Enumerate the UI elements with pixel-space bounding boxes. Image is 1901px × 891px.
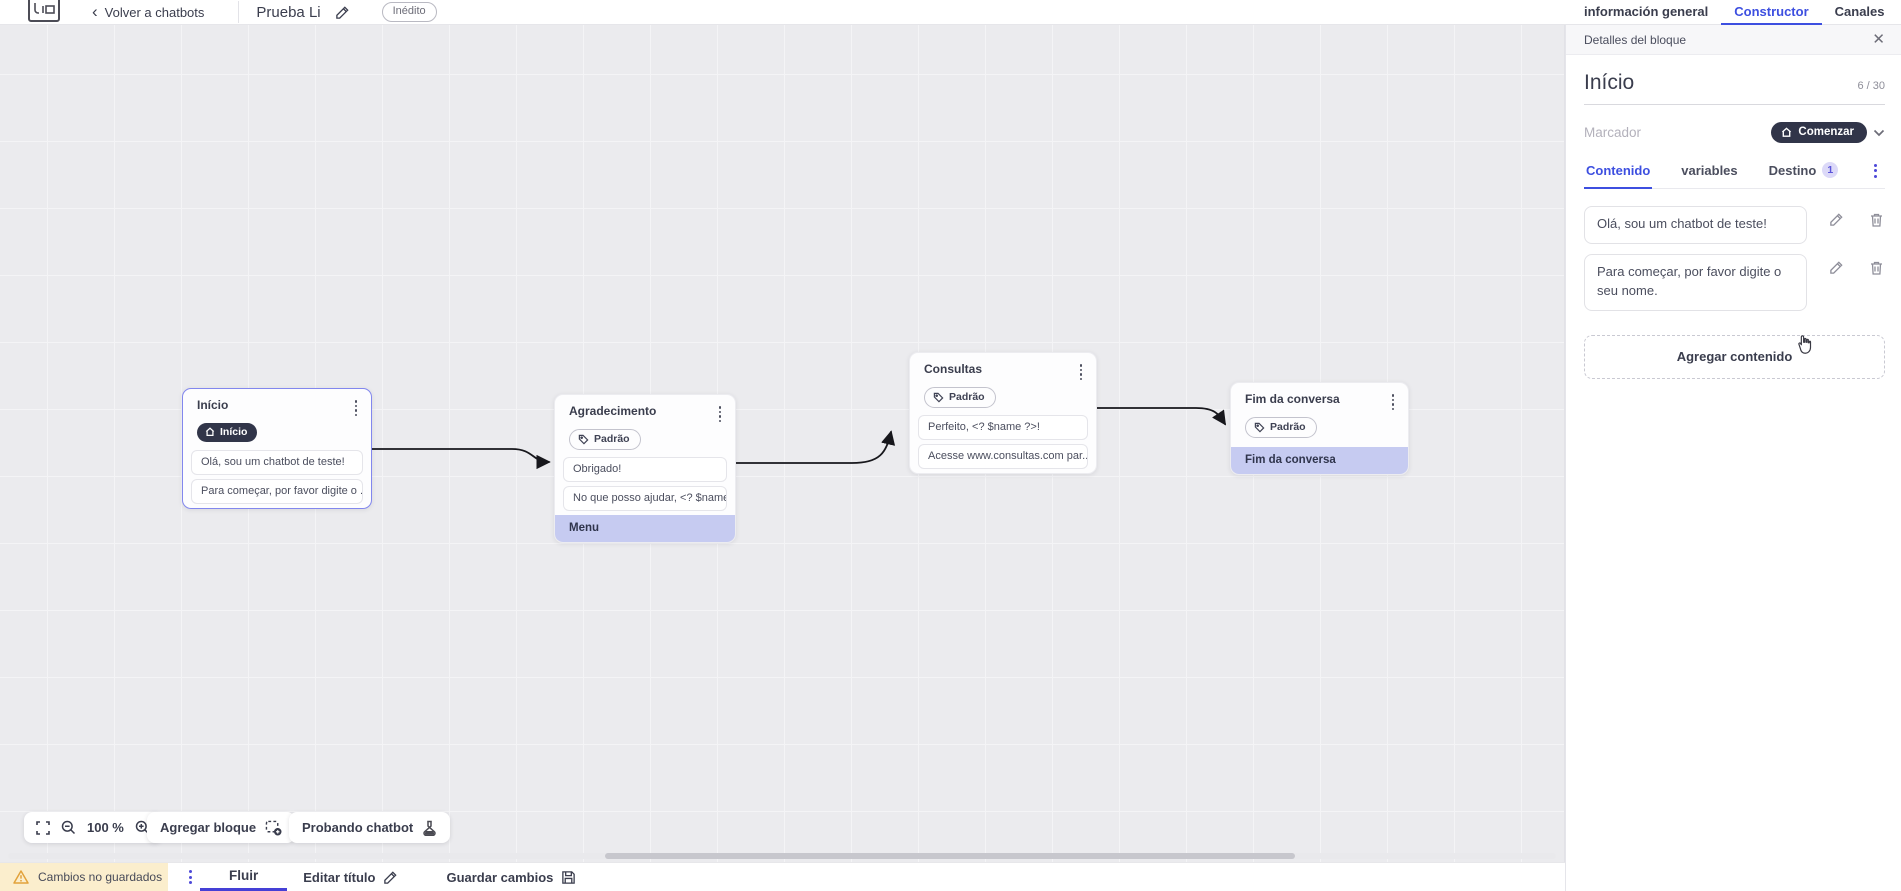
edit-title-label: Editar título	[303, 869, 376, 885]
flow-more-options-icon[interactable]	[183, 866, 198, 888]
tab-contenido[interactable]: Contenido	[1584, 163, 1653, 189]
divider	[238, 1, 240, 23]
block-details-panel: Detalles del bloque ✕ Início 6 / 30 Marc…	[1565, 25, 1901, 891]
node-title: Agradecimento	[569, 404, 657, 418]
edit-content-icon[interactable]	[1829, 212, 1844, 227]
node-row-menu[interactable]: Menu	[555, 515, 735, 542]
tag-icon	[933, 392, 944, 402]
node-row[interactable]: Olá, sou um chatbot de teste!	[191, 450, 363, 475]
node-inicio[interactable]: Início Início Olá, sou um chatbot de tes…	[182, 388, 372, 509]
save-changes-label: Guardar cambios	[446, 869, 554, 885]
top-tabs: información general Constructor Canales	[1565, 0, 1901, 25]
fullscreen-icon[interactable]	[36, 820, 50, 835]
top-bar: ‹ Volver a chatbots Prueba Li Inédito in…	[0, 0, 1901, 25]
node-row[interactable]: Obrigado!	[563, 457, 727, 482]
node-title: Início	[197, 398, 229, 412]
zoom-out-icon[interactable]	[61, 820, 76, 835]
node-row[interactable]: Acesse www.consultas.com par...	[918, 444, 1088, 469]
node-type-badge: Padrão	[924, 387, 996, 408]
panel-title: Detalles del bloque	[1584, 32, 1687, 47]
chatbot-title: Prueba Li	[256, 3, 321, 21]
tab-variables[interactable]: variables	[1681, 162, 1738, 178]
edit-title-button[interactable]: Editar título	[303, 863, 398, 891]
tag-icon	[578, 434, 589, 444]
marker-value-pill: Comenzar	[1771, 122, 1867, 143]
unsaved-changes-badge: Cambios no guardados	[0, 863, 168, 891]
input-underline	[1584, 104, 1885, 105]
node-header: Fim da conversa	[1231, 383, 1408, 417]
tab-fluir[interactable]: Fluir	[200, 863, 288, 891]
tab-informacion-general[interactable]: información general	[1584, 4, 1709, 19]
add-content-button[interactable]: Agregar contenido	[1584, 334, 1885, 379]
node-type-badge: Padrão	[569, 429, 641, 450]
zoom-level: 100 %	[87, 820, 124, 835]
tab-constructor[interactable]: Constructor	[1721, 0, 1822, 25]
add-block-label: Agregar bloque	[160, 820, 257, 835]
node-agradecimento[interactable]: Agradecimento Padrão Obrigado! No que po…	[554, 394, 736, 543]
block-name-input[interactable]: Início	[1584, 71, 1635, 94]
node-title: Fim da conversa	[1245, 392, 1340, 406]
char-counter: 6 / 30	[1857, 80, 1885, 92]
back-chevron-icon: ‹	[92, 1, 98, 21]
add-block-button[interactable]: Agregar bloque	[147, 812, 296, 843]
save-changes-button[interactable]: Guardar cambios	[446, 863, 576, 891]
tag-icon	[1254, 422, 1265, 432]
block-plus-icon	[265, 820, 282, 836]
marker-label: Marcador	[1584, 125, 1642, 140]
node-menu-icon[interactable]	[1076, 362, 1087, 382]
horizontal-scrollbar	[8, 853, 1556, 859]
node-fim-da-conversa[interactable]: Fim da conversa Padrão Fim da conversa	[1230, 382, 1409, 475]
node-title: Consultas	[924, 362, 983, 376]
content-row: Olá, sou um chatbot de teste!	[1584, 206, 1885, 244]
flow-canvas[interactable]: Início Início Olá, sou um chatbot de tes…	[0, 25, 1565, 862]
node-row[interactable]: Perfeito, <? $name ?>!	[918, 415, 1088, 440]
pencil-icon	[384, 870, 398, 884]
node-header: Início	[183, 389, 371, 423]
node-menu-icon[interactable]	[715, 404, 726, 424]
app-logo-icon	[28, 0, 60, 22]
destino-count-badge: 1	[1822, 162, 1839, 178]
home-icon	[205, 427, 215, 436]
node-type-badge: Início	[197, 423, 258, 442]
content-card[interactable]: Olá, sou um chatbot de teste!	[1584, 206, 1807, 244]
flask-icon	[423, 820, 436, 836]
scrollbar-thumb[interactable]	[605, 853, 1295, 859]
back-label: Volver a chatbots	[104, 4, 205, 20]
edit-title-pencil-icon[interactable]	[335, 5, 350, 20]
content-card[interactable]: Para começar, por favor digite o seu nom…	[1584, 253, 1807, 311]
panel-header: Detalles del bloque ✕	[1566, 25, 1901, 55]
zoom-toolbar: 100 %	[24, 812, 162, 843]
delete-content-icon[interactable]	[1869, 212, 1884, 228]
node-type-badge: Padrão	[1245, 417, 1317, 438]
content-list: Olá, sou um chatbot de teste! Para começ…	[1584, 206, 1885, 311]
close-icon[interactable]: ✕	[1872, 31, 1885, 48]
test-chatbot-label: Probando chatbot	[302, 820, 414, 835]
unsaved-label: Cambios no guardados	[38, 870, 163, 884]
panel-tabs: Contenido variables Destino 1	[1584, 162, 1885, 189]
save-icon	[562, 870, 576, 884]
node-menu-icon[interactable]	[1388, 392, 1399, 412]
home-icon	[1782, 126, 1792, 137]
node-consultas[interactable]: Consultas Padrão Perfeito, <? $name ?>! …	[909, 352, 1097, 474]
delete-content-icon[interactable]	[1869, 260, 1884, 276]
status-bar: Cambios no guardados Fluir Editar título…	[0, 862, 1565, 891]
tab-destino[interactable]: Destino 1	[1767, 162, 1841, 189]
node-header: Consultas	[910, 353, 1096, 387]
panel-more-options-icon[interactable]	[1868, 163, 1883, 187]
warning-icon	[13, 870, 29, 884]
content-row: Para começar, por favor digite o seu nom…	[1584, 253, 1885, 311]
node-header: Agradecimento	[555, 395, 735, 429]
node-row-end[interactable]: Fim da conversa	[1231, 447, 1408, 474]
status-badge: Inédito	[381, 2, 437, 22]
test-chatbot-button[interactable]: Probando chatbot	[289, 812, 451, 843]
chevron-down-icon	[1873, 129, 1885, 136]
node-row[interactable]: No que posso ajudar, <? $name ...	[563, 486, 727, 511]
edit-content-icon[interactable]	[1829, 260, 1844, 275]
marker-select[interactable]: Comenzar	[1771, 122, 1885, 143]
node-row[interactable]: Para começar, por favor digite o ...	[191, 479, 363, 504]
back-to-chatbots-button[interactable]: ‹ Volver a chatbots	[92, 1, 205, 21]
node-menu-icon[interactable]	[351, 398, 362, 418]
tab-canales[interactable]: Canales	[1834, 4, 1885, 19]
